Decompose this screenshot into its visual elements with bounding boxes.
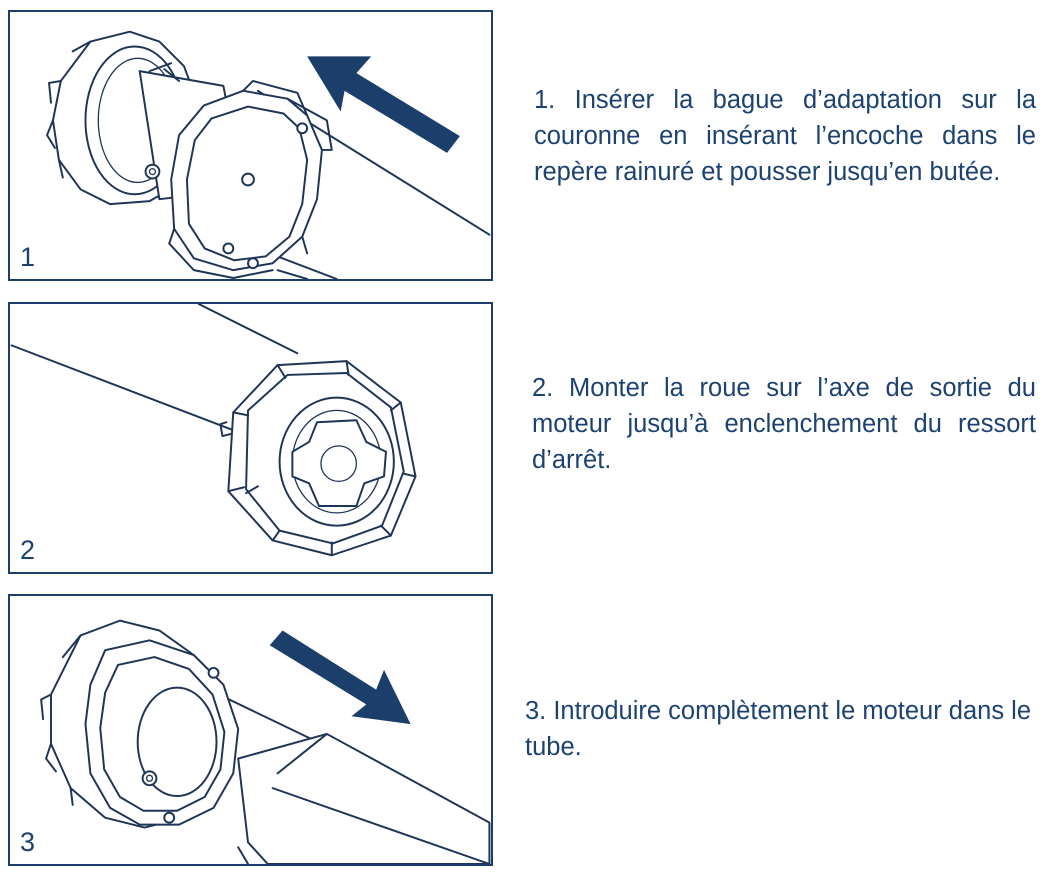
- step-1-instruction: 1. Insérer la bague d’adaptation sur la …: [534, 86, 1036, 186]
- step-1-illustration: 1: [8, 10, 493, 281]
- step-3-instruction: 3. Introduire complètement le moteur dan…: [525, 697, 1032, 761]
- motor-into-tube-drawing: [40, 619, 491, 864]
- step-3-number: 3: [20, 827, 36, 857]
- step-2-number: 2: [20, 535, 36, 565]
- step-1-number: 1: [20, 242, 36, 272]
- wheel-mounting-drawing: [10, 304, 417, 557]
- step-3-illustration: 3: [8, 594, 493, 866]
- step-2-illustration: 2: [8, 302, 493, 574]
- motor-ring-insertion-drawing: [46, 30, 491, 279]
- step-2-instruction: 2. Monter la roue sur l’axe de sortie du…: [532, 374, 1036, 474]
